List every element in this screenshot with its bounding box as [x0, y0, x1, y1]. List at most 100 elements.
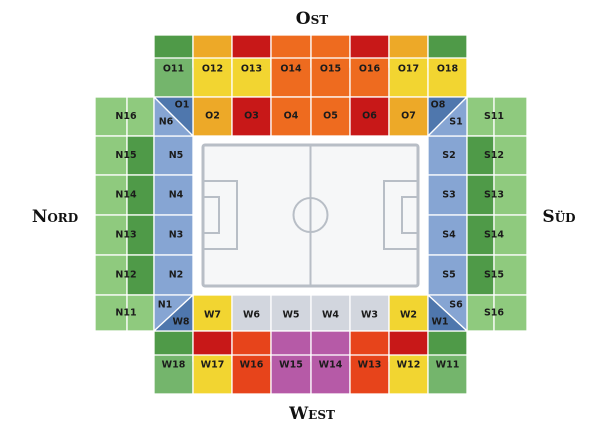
ost-block-o16[interactable] [349, 57, 390, 98]
section-label-s4: S4 [442, 230, 456, 241]
nord-block-n3[interactable] [153, 214, 194, 256]
section-label-s1: S1 [449, 117, 462, 128]
west-block-w16[interactable] [231, 354, 272, 395]
section-label-s2: S2 [442, 150, 455, 161]
section-label-o7: O7 [401, 111, 416, 122]
nord-block-n12-outer[interactable] [94, 254, 128, 296]
corner-block-n6[interactable] [153, 95, 195, 137]
sued-block-s13[interactable] [466, 174, 495, 216]
west-block-w13[interactable] [349, 354, 390, 395]
section-label-s12: S12 [484, 150, 504, 161]
section-label-o16: O16 [359, 64, 381, 75]
ost-block-o5[interactable] [310, 96, 351, 137]
west-block-w3[interactable] [349, 294, 390, 332]
section-label-w6: W6 [243, 310, 260, 321]
nord-block-n16-outer[interactable] [94, 96, 128, 137]
goal-area-left [202, 196, 220, 234]
section-label-o13: O13 [241, 64, 262, 75]
section-label-s6: S6 [449, 300, 463, 311]
stand-label-ost: Ost [296, 9, 328, 29]
west-block-w7[interactable] [192, 294, 233, 332]
seating-blocks [94, 34, 528, 395]
section-label-o1: O1 [175, 100, 190, 111]
nord-block-n16[interactable] [126, 96, 155, 137]
section-label-s5: S5 [442, 270, 455, 281]
section-label-s15: S15 [484, 270, 504, 281]
section-label-o12: O12 [202, 64, 223, 75]
corner-block-s1[interactable] [426, 95, 468, 137]
section-label-w16: W16 [240, 360, 264, 371]
stand-label-west: West [288, 404, 335, 424]
goal-area-right [401, 196, 419, 234]
west-block-w11[interactable] [427, 354, 468, 395]
west-block-w15[interactable] [270, 354, 312, 395]
sued-block-s13-outer[interactable] [493, 174, 528, 216]
section-label-w7: W7 [204, 310, 221, 321]
section-label-n13: N13 [115, 230, 136, 241]
sued-block-s15-outer[interactable] [493, 254, 528, 296]
section-label-n4: N4 [169, 190, 184, 201]
nord-block-n11[interactable] [126, 294, 155, 332]
section-label-o18: O18 [437, 64, 459, 75]
section-label-o4: O4 [284, 111, 299, 122]
sued-block-s12[interactable] [466, 135, 495, 176]
sued-block-s16-outer[interactable] [493, 294, 528, 332]
section-label-n3: N3 [169, 230, 184, 241]
section-label-s13: S13 [484, 190, 504, 201]
ost-block-o7[interactable] [388, 96, 429, 137]
pitch [193, 136, 428, 295]
section-label-s11: S11 [484, 111, 504, 122]
section-label-n12: N12 [115, 270, 136, 281]
ost-block-o13[interactable] [231, 57, 272, 98]
stand-label-sued: Süd [542, 207, 575, 227]
sued-block-s16[interactable] [466, 294, 495, 332]
section-label-o2: O2 [205, 111, 220, 122]
sued-block-s14-outer[interactable] [493, 214, 528, 256]
section-label-w13: W13 [358, 360, 382, 371]
corner-block-w1[interactable] [427, 293, 469, 332]
sued-block-s12-outer[interactable] [493, 135, 528, 176]
sued-block-s5[interactable] [427, 254, 468, 296]
section-label-o17: O17 [398, 64, 419, 75]
section-label-o5: O5 [323, 111, 338, 122]
section-label-o14: O14 [280, 64, 302, 75]
section-label-n2: N2 [169, 270, 184, 281]
nord-block-n15[interactable] [126, 135, 155, 176]
nord-block-n13-outer[interactable] [94, 214, 128, 256]
ost-block-o17[interactable] [388, 57, 429, 98]
section-label-w17: W17 [201, 360, 225, 371]
section-label-n16: N16 [115, 111, 137, 122]
ost-block-o18[interactable] [427, 57, 468, 98]
corner-block-w8[interactable] [152, 293, 194, 332]
section-label-o11: O11 [163, 64, 184, 75]
nord-block-n14-outer[interactable] [94, 174, 128, 216]
center-circle [292, 197, 329, 233]
ost-block-o14[interactable] [270, 57, 312, 98]
nord-block-n14[interactable] [126, 174, 155, 216]
section-label-n6: N6 [159, 117, 174, 128]
west-block-w12[interactable] [388, 354, 429, 395]
section-label-w18: W18 [162, 360, 186, 371]
stand-label-nord: Nord [32, 207, 78, 227]
section-label-n1: N1 [158, 300, 173, 311]
nord-block-n11-outer[interactable] [94, 294, 128, 332]
section-label-o8: O8 [431, 100, 446, 111]
sued-block-s2[interactable] [427, 135, 468, 176]
ost-block-o15[interactable] [310, 57, 351, 98]
section-label-s14: S14 [484, 230, 504, 241]
section-label-o3: O3 [244, 111, 259, 122]
sued-block-s15[interactable] [466, 254, 495, 296]
west-block-w14[interactable] [310, 354, 351, 395]
sued-block-s11-outer[interactable] [493, 96, 528, 137]
ost-block-o4[interactable] [270, 96, 312, 137]
nord-block-n12[interactable] [126, 254, 155, 296]
ost-block-o6[interactable] [349, 96, 390, 137]
section-label-n11: N11 [115, 308, 136, 319]
section-label-o15: O15 [320, 64, 341, 75]
section-label-w12: W12 [397, 360, 421, 371]
section-label-s3: S3 [442, 190, 455, 201]
section-label-s16: S16 [484, 308, 504, 319]
section-label-w15: W15 [279, 360, 303, 371]
